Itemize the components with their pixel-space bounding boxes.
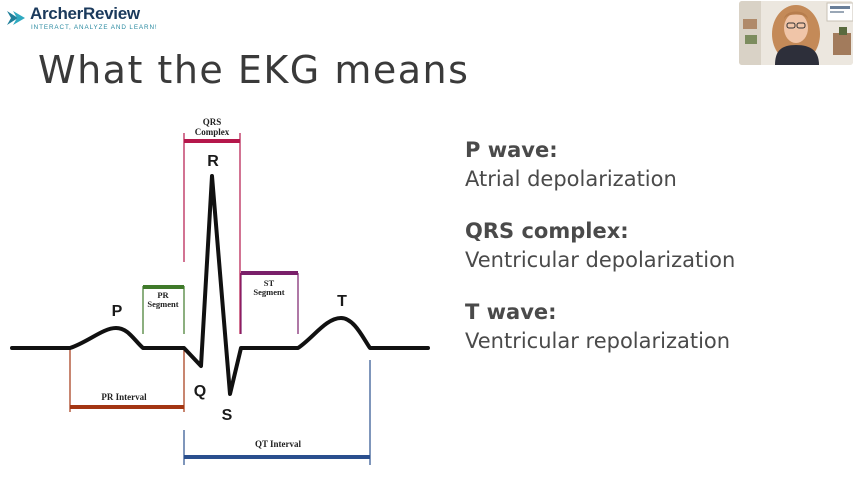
r-wave-label: R <box>207 153 219 170</box>
ekg-trace <box>10 174 430 396</box>
presenter-video-frame <box>739 1 853 65</box>
definition-qrs-complex: QRS complex: Ventricular depolarization <box>465 217 845 275</box>
presenter-webcam-video <box>739 1 853 65</box>
definition-p-wave: P wave: Atrial depolarization <box>465 136 845 194</box>
pr-interval-bar <box>70 405 184 409</box>
slide-title: What the EKG means <box>38 48 470 92</box>
pr-segment-label-line1: PR <box>157 290 169 300</box>
brand-name: ArcherReview <box>30 4 140 23</box>
q-wave-label: Q <box>194 383 206 400</box>
definition-t-wave: T wave: Ventricular repolarization <box>465 298 845 356</box>
qrs-complex-label-line1: QRS <box>203 117 222 127</box>
st-segment-label-line1: ST <box>264 278 275 288</box>
pr-segment-label-line2: Segment <box>147 299 178 309</box>
wave-definitions: P wave: Atrial depolarization QRS comple… <box>465 136 845 379</box>
pr-segment-bar <box>143 285 184 289</box>
brand-tagline: INTERACT, ANALYZE AND LEARN! <box>31 24 158 31</box>
t-wave-label: T <box>337 293 347 310</box>
ekg-diagram: QRS Complex PR Segment ST Segment PR Int… <box>10 117 430 465</box>
p-wave-label: P <box>112 303 123 320</box>
archer-logo-icon <box>7 11 25 25</box>
st-segment-bar <box>241 271 298 275</box>
definition-term: P wave: <box>465 138 558 162</box>
definition-term: QRS complex: <box>465 219 629 243</box>
archer-review-logo: ArcherReview INTERACT, ANALYZE AND LEARN… <box>6 4 158 32</box>
definition-description: Atrial depolarization <box>465 167 677 191</box>
definition-description: Ventricular repolarization <box>465 329 731 353</box>
qt-interval-bar <box>184 455 370 459</box>
pr-interval-label: PR Interval <box>101 392 147 402</box>
qrs-complex-label-line2: Complex <box>195 127 230 137</box>
definition-term: T wave: <box>465 300 557 324</box>
definition-description: Ventricular depolarization <box>465 248 736 272</box>
qt-interval-label: QT Interval <box>255 439 302 449</box>
qrs-complex-bar <box>184 139 240 143</box>
st-segment-label-line2: Segment <box>253 287 284 297</box>
s-wave-label: S <box>222 407 233 424</box>
